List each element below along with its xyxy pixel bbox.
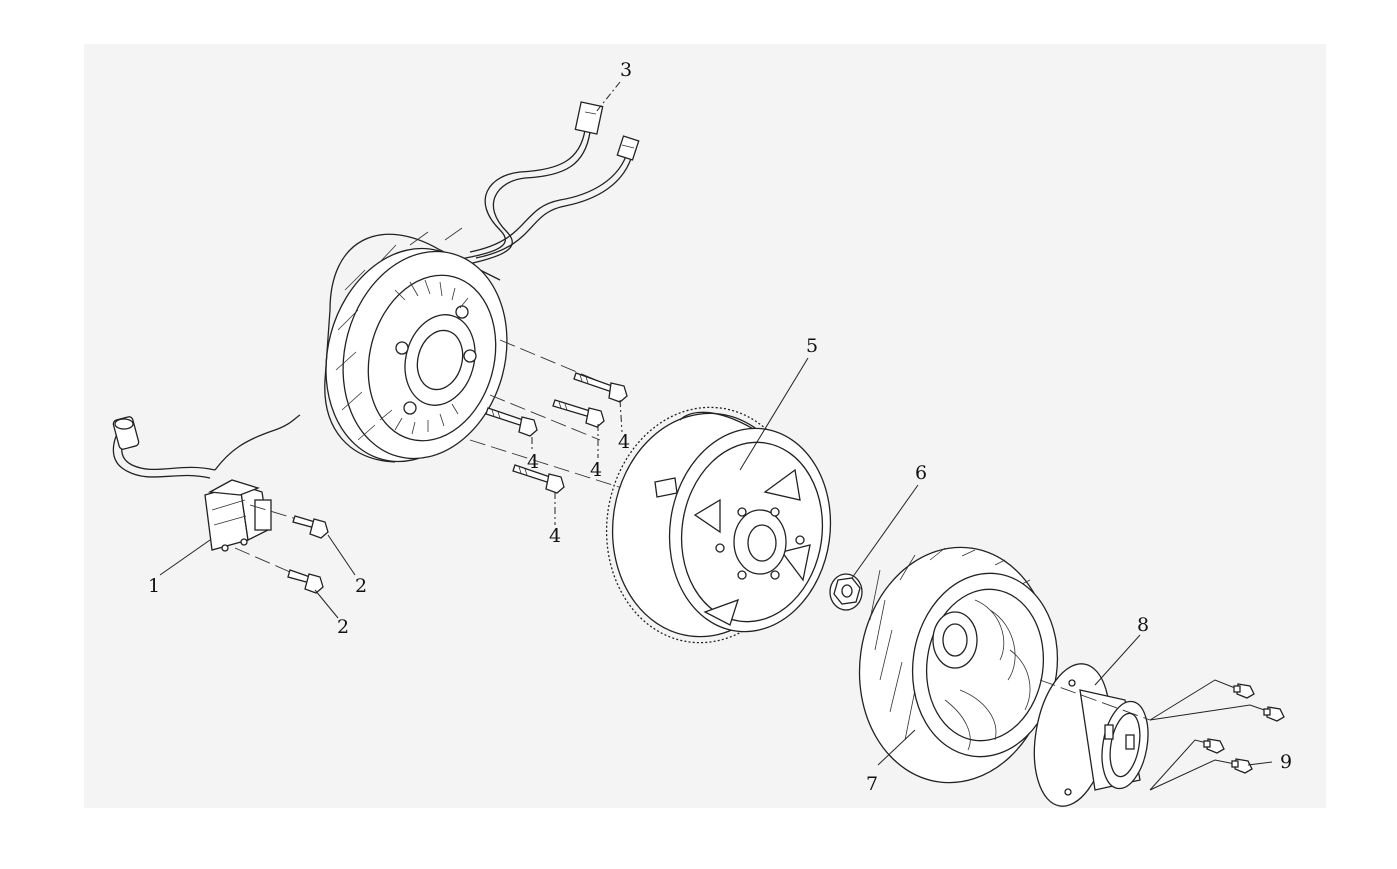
- callout-6: 6: [915, 462, 927, 484]
- stator-bolt-icon: [485, 372, 628, 494]
- callout-9: 9: [1280, 751, 1292, 773]
- stator-with-wiring-icon: [324, 101, 640, 463]
- flywheel-ring-gear-icon: [605, 406, 832, 644]
- callout-1: 1: [148, 575, 160, 597]
- starter-cup-icon: [1033, 663, 1149, 807]
- callout-4-a: 4: [618, 431, 630, 453]
- callout-4-b: 4: [590, 459, 602, 481]
- callout-4-c: 4: [527, 451, 539, 473]
- callout-8: 8: [1137, 614, 1149, 636]
- callout-3: 3: [620, 59, 632, 81]
- callout-5: 5: [806, 335, 818, 357]
- callout-4-d: 4: [549, 525, 561, 547]
- leader-lines: [159, 81, 1273, 766]
- callout-2-upper: 2: [355, 575, 367, 597]
- cooling-fan-icon: [858, 546, 1059, 784]
- flange-nut-icon: [829, 573, 863, 611]
- callout-2-lower: 2: [337, 616, 349, 638]
- screw-icon: [1203, 683, 1285, 774]
- bolt-icon: [287, 515, 329, 594]
- ignition-coil-icon: [112, 414, 301, 552]
- callout-7: 7: [866, 773, 878, 795]
